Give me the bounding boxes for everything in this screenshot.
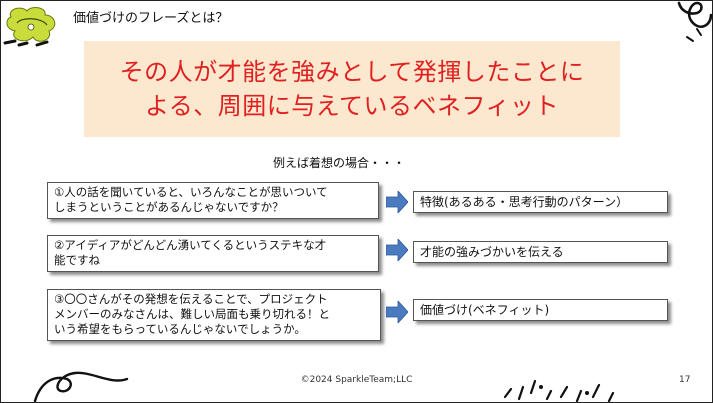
hero-banner: その人が才能を強みとして発揮したことに よる、周囲に与えているベネフィット <box>84 41 620 137</box>
decorative-dashes-icon <box>503 379 615 402</box>
hero-line-1: その人が才能を強みとして発揮したことに <box>119 58 585 86</box>
hero-line-2: よる、周囲に与えているベネフィット <box>144 92 560 120</box>
answer-box-1: 特徴(あるある・思考行動のパターン） <box>413 191 668 213</box>
right-arrow-icon <box>386 239 408 261</box>
question-box-2: ②アイディアがどんどん湧いてくるというステキな才 能ですね <box>47 235 379 272</box>
right-arrow-icon <box>386 301 408 323</box>
decorative-scribble-icon <box>33 371 129 402</box>
question-box-1: ①人の話を聞いていると、いろんなことが思いついて しまうということがあるんじゃな… <box>47 182 379 219</box>
answer-box-3: 価値づけ(ベネフィット) <box>413 299 668 321</box>
sparkle-logo <box>3 3 63 47</box>
question-1-line-2: しまうということがあるんじゃないですか？ <box>54 200 284 214</box>
example-label: 例えば着想の場合・・・ <box>273 156 406 170</box>
question-2-line-2: 能ですね <box>54 253 100 267</box>
page-number: 17 <box>679 375 691 385</box>
question-3-line-1: ③〇〇さんがその発想を伝えることで、プロジェクト <box>54 292 328 306</box>
question-3-line-3: いう希望をもらっているんじゃないでしょうか。 <box>54 322 306 336</box>
decorative-swirl-icon <box>677 1 712 42</box>
answer-box-2: 才能の強みづかいを伝える <box>413 241 668 263</box>
right-arrow-icon <box>386 191 408 213</box>
page-heading: 価値づけのフレーズとは？ <box>73 11 229 26</box>
question-3-line-2: メンバーのみなさんは、難しい局面も乗り切れる！と <box>54 307 330 321</box>
question-box-3: ③〇〇さんがその発想を伝えることで、プロジェクト メンバーのみなさんは、難しい局… <box>47 289 381 341</box>
footer-copyright: ©2024 SparkleTeam;LLC <box>300 375 413 385</box>
question-2-line-1: ②アイディアがどんどん湧いてくるというステキな才 <box>54 238 327 252</box>
question-1-line-1: ①人の話を聞いていると、いろんなことが思いついて <box>54 185 328 199</box>
